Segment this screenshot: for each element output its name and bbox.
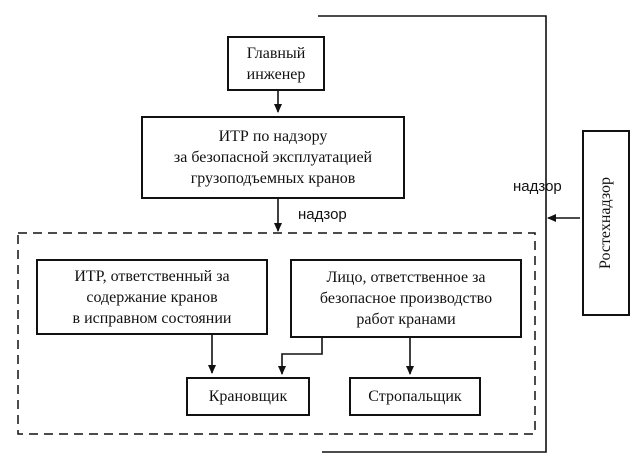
safe-operation-person-box: Лицо, ответственное за безопасное произв… — [290, 259, 522, 338]
supervisor-itr-box: ИТР по надзору за безопасной эксплуатаци… — [141, 116, 405, 199]
oversight-bracket-line — [318, 15, 547, 453]
rostekhnadzor-label: Ростехнадзор — [597, 176, 614, 270]
supervision-label-outer: надзор — [513, 178, 562, 195]
arrow-safe-operation-to-operator — [278, 337, 323, 375]
rostekhnadzor-box: Ростехнадзор — [582, 130, 630, 316]
crane-operator-box: Крановщик — [186, 377, 310, 416]
slinger-box: Стропальщик — [349, 377, 481, 416]
chief-engineer-box: Главный инженер — [227, 36, 325, 91]
subordinate-group-frame — [17, 232, 536, 435]
maintenance-itr-box: ИТР, ответственный за содержание кранов … — [36, 259, 268, 335]
supervision-label-inner: надзор — [298, 206, 347, 223]
